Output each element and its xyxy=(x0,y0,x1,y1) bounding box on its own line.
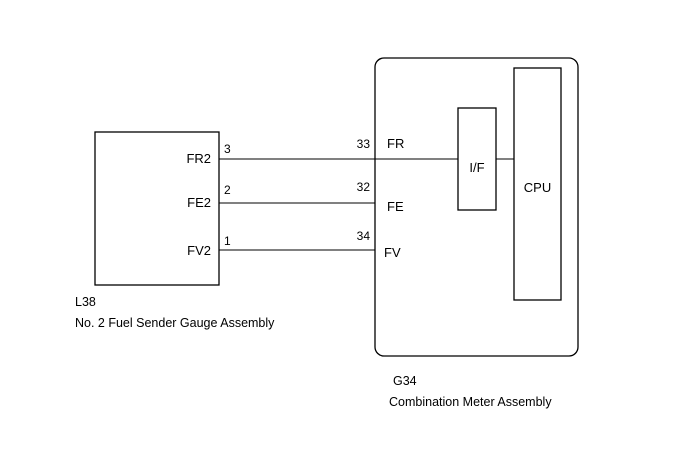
sender-terminal-fr2: FR2 xyxy=(186,151,211,166)
interface-block xyxy=(457,107,497,211)
meter-name-label: Combination Meter Assembly xyxy=(389,395,552,409)
meter-terminal-fr: FR xyxy=(387,136,404,151)
cpu-label: CPU xyxy=(524,180,551,195)
sender-name-label: No. 2 Fuel Sender Gauge Assembly xyxy=(75,316,275,330)
sender-pin-1: 1 xyxy=(224,234,231,248)
meter-code-label: G34 xyxy=(393,374,417,388)
sender-pin-2: 2 xyxy=(224,183,231,197)
cpu-block xyxy=(513,67,562,301)
sender-gauge-box xyxy=(94,131,220,286)
meter-terminal-fv: FV xyxy=(384,245,401,260)
meter-pin-34: 34 xyxy=(357,229,371,243)
sender-terminal-fv2: FV2 xyxy=(187,243,211,258)
meter-pin-33: 33 xyxy=(357,137,371,151)
meter-pin-32: 32 xyxy=(357,180,371,194)
meter-terminal-fe: FE xyxy=(387,199,404,214)
interface-label: I/F xyxy=(469,160,484,175)
sender-pin-3: 3 xyxy=(224,142,231,156)
sender-code-label: L38 xyxy=(75,295,96,309)
sender-terminal-fe2: FE2 xyxy=(187,195,211,210)
